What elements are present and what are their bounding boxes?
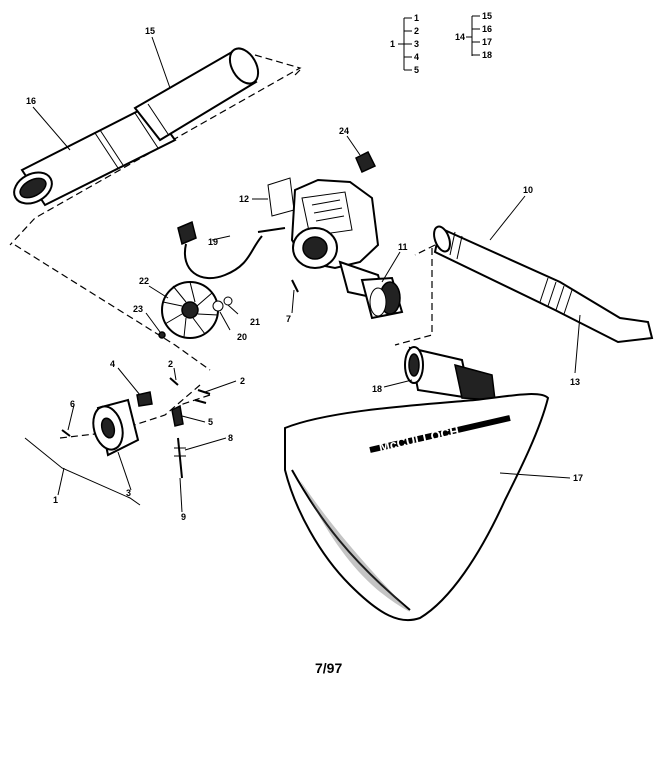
callout-2: 2 [168, 359, 173, 369]
callout-1: 1 [53, 495, 58, 505]
legend-b-parent: 14 [455, 32, 465, 42]
callout-2: 2 [240, 376, 245, 386]
part-23-screw [158, 331, 166, 339]
callout-24: 24 [339, 126, 349, 136]
part-8-9-pin [174, 437, 186, 479]
legend-a-child: 3 [414, 39, 419, 49]
legend-b-child: 17 [482, 37, 492, 47]
callout-labels: 15 16 24 12 19 10 11 22 23 21 20 7 13 18… [26, 26, 583, 522]
part-11-connector [360, 276, 404, 320]
callout-18: 18 [372, 384, 382, 394]
part-1-bracket [24, 437, 141, 506]
part-3-cover [92, 398, 140, 457]
callout-11: 11 [398, 242, 408, 252]
part-7-screw [291, 279, 299, 293]
legend-a-child: 2 [414, 26, 419, 36]
part-5-clip [171, 404, 184, 427]
callout-8: 8 [228, 433, 233, 443]
part-18-adapter [404, 346, 496, 401]
callout-22: 22 [139, 276, 149, 286]
legend-a-child: 1 [414, 13, 419, 23]
part-2-screws [169, 377, 211, 404]
part-19-cord [177, 220, 286, 280]
date-code: 7/97 [315, 660, 342, 676]
part-6-screw [61, 429, 71, 437]
legend-group-b: 14 15 16 17 18 [455, 11, 492, 60]
callout-13: 13 [570, 377, 580, 387]
callout-6: 6 [70, 399, 75, 409]
legend-b-child: 18 [482, 50, 492, 60]
part-10-13-nozzle [433, 225, 654, 344]
callout-15: 15 [145, 26, 155, 36]
callout-20: 20 [237, 332, 247, 342]
callout-10: 10 [523, 185, 533, 195]
callout-17: 17 [573, 473, 583, 483]
legend-a-child: 4 [414, 52, 419, 62]
callout-3: 3 [126, 488, 131, 498]
callout-21: 21 [250, 317, 260, 327]
part-16-tube [13, 103, 177, 207]
part-12-plate [267, 177, 295, 217]
legend-b-child: 15 [482, 11, 492, 21]
leader-lines [32, 36, 581, 513]
legend-a-child: 5 [414, 65, 419, 75]
part-24-clip [355, 150, 377, 174]
part-20-21-hardware [212, 296, 233, 312]
callout-16: 16 [26, 96, 36, 106]
callout-9: 9 [181, 512, 186, 522]
callout-7: 7 [286, 314, 291, 324]
legend-group-a: 1 1 2 3 4 5 [390, 13, 419, 75]
part-15-tube [133, 47, 260, 142]
callout-19: 19 [208, 237, 218, 247]
callout-4: 4 [110, 359, 115, 369]
legend-a-parent: 1 [390, 39, 395, 49]
part-22-impeller [161, 281, 219, 339]
callout-12: 12 [239, 194, 249, 204]
callout-5: 5 [208, 417, 213, 427]
part-17-bag: McCULLOCH [284, 393, 550, 622]
part-4-bracket [136, 391, 153, 407]
legend-b-child: 16 [482, 24, 492, 34]
callout-23: 23 [133, 304, 143, 314]
